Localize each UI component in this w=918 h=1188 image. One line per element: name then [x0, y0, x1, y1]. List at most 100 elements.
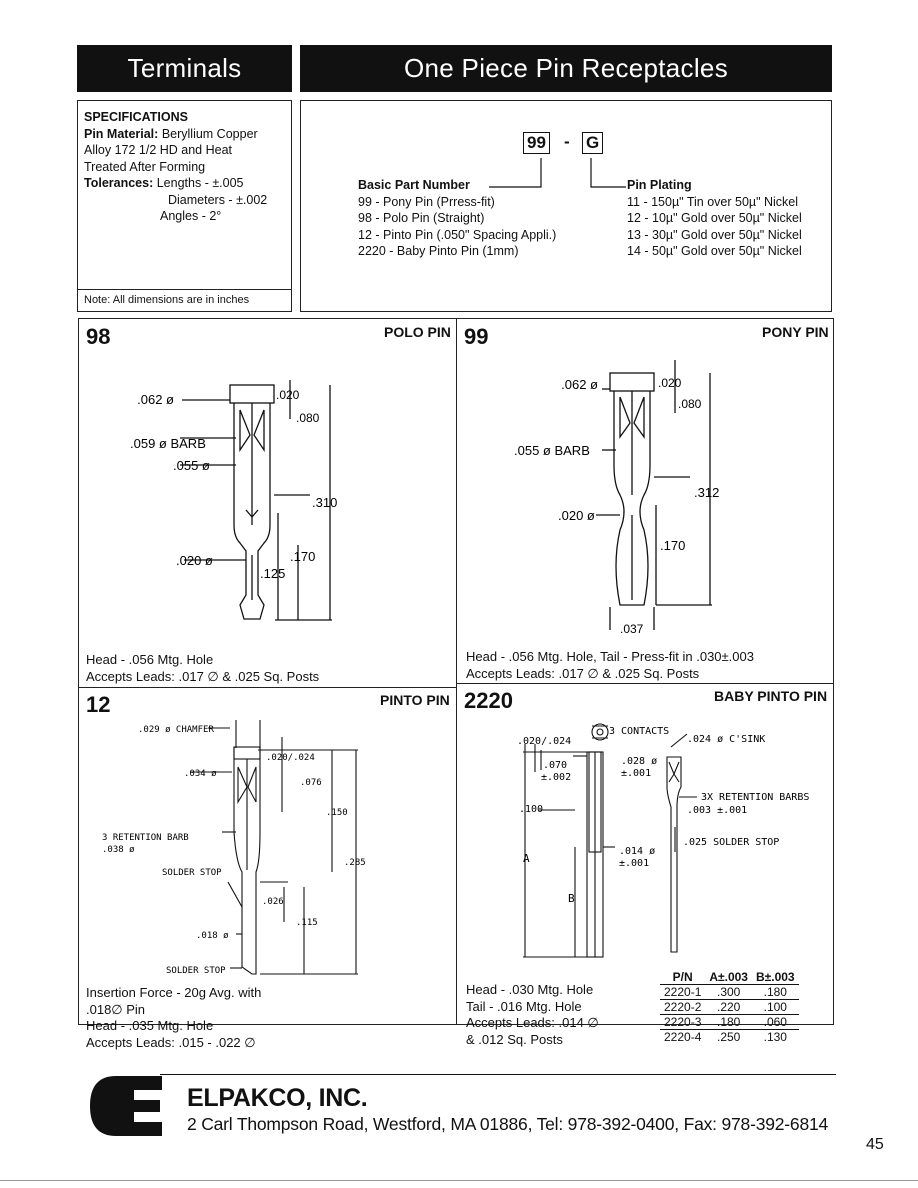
page-number: 45 [866, 1136, 884, 1153]
code-dash: - [564, 132, 570, 151]
panel-12-note: Accepts Leads: .015 - .022 ∅ [86, 1034, 256, 1050]
section-title-terminals: Terminals [77, 45, 292, 92]
panel-12-number: 12 [86, 692, 111, 717]
dim-001b: ±.001 [619, 858, 649, 869]
plating-item: 14 - 50µ" Gold over 50µ" Nickel [627, 244, 802, 258]
dim-310: .310 [312, 495, 337, 510]
dim-020-024: .020/.024 [266, 753, 315, 763]
plating-heading: Pin Plating [627, 178, 692, 192]
panel-2220-number: 2220 [464, 688, 513, 713]
panel-98-name: POLO PIN [384, 324, 451, 340]
dim-070: .070 [543, 760, 567, 771]
dim-080: .080 [296, 411, 320, 425]
panel-2220-note: Tail - .016 Mtg. Hole [466, 998, 582, 1014]
dim-080: .080 [678, 397, 702, 411]
table-header: B±.003 [751, 970, 799, 985]
dim-026: .026 [262, 897, 284, 907]
table-cell: .300 [705, 984, 752, 1000]
material-value: Beryllium Copper [161, 126, 258, 141]
dim-076: .076 [300, 778, 322, 788]
dim-125: .125 [260, 566, 285, 581]
table-row: 2220-3 .180 .060 [660, 1014, 799, 1030]
basic-part-heading: Basic Part Number [358, 178, 470, 192]
dim-100: .100 [519, 804, 543, 815]
company-address: 2 Carl Thompson Road, Westford, MA 01886… [187, 1114, 829, 1134]
dim-barb: .059 ø BARB [130, 436, 206, 451]
table-header: A±.003 [705, 970, 752, 985]
dim-018: .018 ø [196, 931, 229, 941]
panel-98-note: Accepts Leads: .017 ∅ & .025 Sq. Posts [86, 668, 320, 684]
table-row: 2220-2 .220 .100 [660, 999, 799, 1015]
plating-item: 11 - 150µ" Tin over 50µ" Nickel [627, 194, 799, 209]
table-cell: 2220-2 [660, 999, 706, 1015]
dim-body: .055 ø [173, 458, 210, 473]
company-name: ELPAKCO, INC. [187, 1084, 368, 1112]
panel-2220-note: Accepts Leads: .014 ∅ [466, 1015, 599, 1030]
code-leader-lines [489, 158, 626, 188]
part-number-table: P/N A±.003 B±.003 2220-1 .300 .180 2220-… [660, 970, 799, 1044]
polo-pin-drawing: .062 ø .059 ø BARB .055 ø .020 ø .020 .0… [130, 380, 337, 621]
dim-b: B [568, 892, 575, 905]
table-cell: .060 [751, 1014, 799, 1030]
table-cell: 2220-1 [660, 984, 706, 1000]
panel-12-name: PINTO PIN [380, 692, 450, 708]
panel-2220-note: Head - .030 Mtg. Hole [466, 982, 594, 997]
part-number-box: 99 - G Basic Part Number 99 - Pony Pin (… [300, 100, 832, 312]
dim-barbs: 3 RETENTION BARB [102, 833, 189, 843]
pony-pin-drawing: .062 ø .055 ø BARB .020 ø .020 .080 .312… [514, 360, 719, 636]
table-row: 2220-4 .250 .130 [660, 1030, 799, 1045]
dim-tail: .020 ø [558, 508, 595, 523]
panel-2220-name: BABY PINTO PIN [714, 688, 828, 704]
panel-98-note: Head - .056 Mtg. Hole [86, 652, 214, 667]
table-cell: 2220-4 [664, 1030, 702, 1044]
dim-head: .062 ø [137, 392, 174, 407]
panel-99-name: PONY PIN [762, 324, 829, 340]
plating-item: 12 - 10µ" Gold over 50µ" Nickel [627, 211, 802, 225]
tolerance-angles: Angles - 2° [160, 209, 222, 223]
dim-002: ±.002 [541, 772, 571, 783]
dim-038: .038 ø [102, 845, 135, 855]
table-header: P/N [660, 970, 706, 985]
dim-170: .170 [660, 538, 685, 553]
dim-chamfer: .029 ø CHAMFER [138, 725, 214, 735]
solder-stop-label: SOLDER STOP [162, 868, 222, 878]
dim-barb: .055 ø BARB [514, 443, 590, 458]
solder-stop-label: SOLDER STOP [166, 966, 226, 976]
dim-170: .170 [290, 549, 315, 564]
specs-heading: SPECIFICATIONS [84, 110, 188, 124]
panel-2220-note: & .012 Sq. Posts [466, 1031, 563, 1047]
tolerance-lengths: Lengths - ±.005 [156, 176, 244, 190]
barbs-label: 3X RETENTION BARBS [701, 792, 809, 803]
solder-stop-label: .025 SOLDER STOP [683, 837, 779, 848]
table-cell: .220 [705, 999, 752, 1015]
tolerance-diameters: Diameters - ±.002 [168, 192, 268, 207]
elpakco-logo [90, 1076, 162, 1136]
table-cell: .180 [751, 984, 799, 1000]
dim-020: .020 [276, 388, 300, 402]
code-part-number: 99 [523, 132, 550, 154]
dim-037: .037 [620, 622, 644, 636]
contacts-label: 3 CONTACTS [609, 726, 669, 737]
dim-014: .014 ø [619, 846, 655, 857]
material-value-2: Alloy 172 1/2 HD and Heat [84, 143, 233, 157]
panel-99-note: Accepts Leads: .017 ∅ & .025 Sq. Posts [466, 665, 700, 681]
table-cell: 2220-3 [660, 1014, 706, 1030]
code-plating: G [582, 132, 604, 154]
dimensions-note: Note: All dimensions are in inches [84, 294, 250, 306]
dim-028: .028 ø [621, 756, 657, 767]
dim-285: .285 [344, 858, 366, 868]
page-title: One Piece Pin Receptacles [300, 45, 832, 92]
material-label: Pin Material: [84, 126, 159, 141]
table-row: 2220-1 .300 .180 [660, 984, 799, 1000]
basic-item: 2220 - Baby Pinto Pin (1mm) [358, 244, 519, 258]
panel-98-number: 98 [86, 324, 111, 349]
basic-item: 12 - Pinto Pin (.050" Spacing Appli.) [358, 227, 557, 242]
dim-001a: ±.001 [621, 768, 651, 779]
panel-12-note: .018∅ Pin [86, 1001, 146, 1017]
dim-020: .020 [658, 376, 682, 390]
material-value-3: Treated After Forming [84, 159, 206, 174]
table-cell: .130 [763, 1030, 787, 1044]
table-header-row: P/N A±.003 B±.003 [660, 970, 799, 985]
dim-020-024: .020/.024 [517, 736, 571, 747]
dim-head: .062 ø [561, 377, 598, 392]
